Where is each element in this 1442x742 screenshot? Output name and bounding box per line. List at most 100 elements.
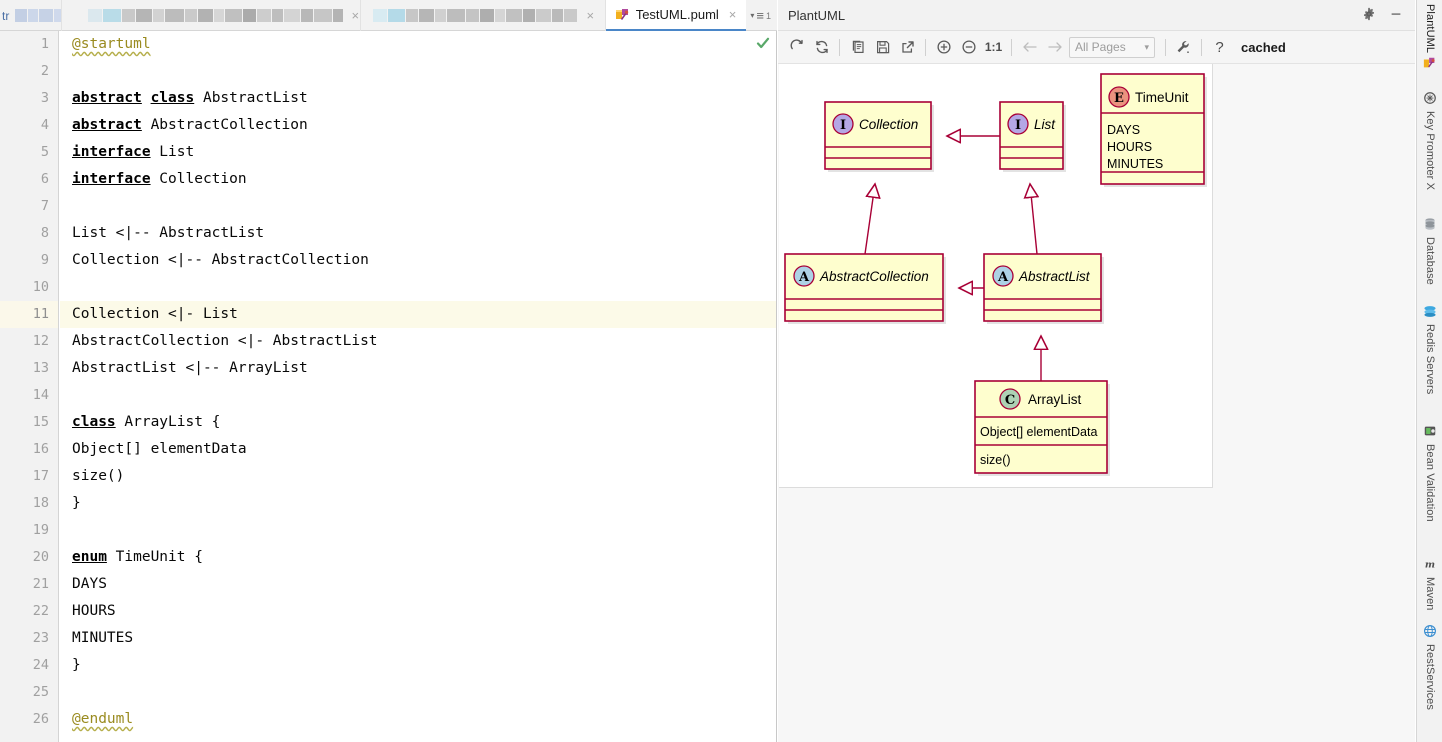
pages-select-value: All Pages xyxy=(1075,40,1126,54)
stereotype-letter: I xyxy=(1015,118,1021,133)
code-line[interactable]: } xyxy=(60,490,776,517)
code-text: } xyxy=(72,657,81,673)
uml-node-abstractcollection[interactable]: A AbstractCollection xyxy=(785,254,946,324)
tab-close-icon[interactable]: × xyxy=(729,8,737,21)
editor-tab-testuml[interactable]: TestUML.puml × xyxy=(606,0,747,31)
uml-node-timeunit[interactable]: E TimeUnit DAYS HOURS MINUTES xyxy=(1101,74,1207,187)
external-link-icon[interactable] xyxy=(895,35,920,60)
code-keyword: abstract xyxy=(72,90,142,106)
refresh-icon[interactable] xyxy=(784,35,809,60)
rest-services-icon xyxy=(1423,624,1437,641)
code-directive: @enduml xyxy=(72,711,133,727)
editor-tab-redacted-2[interactable]: × xyxy=(62,0,362,31)
code-line[interactable]: interface List xyxy=(60,139,776,166)
arrow-right-icon[interactable] xyxy=(1042,35,1067,60)
line-number-gutter[interactable]: 1234567891011121314151617181920212223242… xyxy=(0,31,59,742)
code-line[interactable] xyxy=(60,193,776,220)
uml-node-abstractlist[interactable]: A AbstractList xyxy=(984,254,1104,324)
code-line[interactable]: AbstractList <|-- ArrayList xyxy=(60,355,776,382)
code-line[interactable] xyxy=(60,517,776,544)
tab-count: 1 xyxy=(766,11,771,21)
zoom-actual-size-button[interactable]: 1:1 xyxy=(981,35,1006,60)
sync-icon[interactable] xyxy=(809,35,834,60)
code-text: List <|-- AbstractList xyxy=(72,225,264,241)
code-line[interactable]: @enduml xyxy=(60,706,776,733)
code-line[interactable] xyxy=(60,58,776,85)
tool-window-label: Redis Servers xyxy=(1424,324,1436,394)
copy-icon[interactable] xyxy=(845,35,870,60)
uml-node-collection[interactable]: I Collection xyxy=(825,102,934,172)
code-line[interactable]: HOURS xyxy=(60,598,776,625)
code-line[interactable] xyxy=(60,274,776,301)
database-icon xyxy=(1423,217,1437,234)
save-icon[interactable] xyxy=(870,35,895,60)
tool-window-button-plantuml[interactable]: PlantUML xyxy=(1417,4,1442,73)
node-attribute: DAYS xyxy=(1107,123,1140,137)
tab-label: TestUML.puml xyxy=(636,7,719,22)
arrow-left-icon[interactable] xyxy=(1017,35,1042,60)
editor-tab-redacted-3[interactable]: × xyxy=(361,0,605,31)
gear-icon[interactable] xyxy=(1362,7,1376,24)
node-title: Collection xyxy=(859,117,918,132)
uml-node-arraylist[interactable]: C ArrayList Object[] elementData size() xyxy=(975,381,1110,476)
line-number: 6 xyxy=(0,166,58,193)
line-number: 1 xyxy=(0,31,58,58)
minimize-icon[interactable] xyxy=(1389,7,1403,24)
tool-window-button-key-promoter-x[interactable]: Key Promoter X xyxy=(1417,91,1442,190)
code-text: Collection xyxy=(151,171,247,187)
tab-close-icon[interactable]: × xyxy=(586,9,594,22)
code-directive: @startuml xyxy=(72,36,151,52)
question-icon[interactable]: ? xyxy=(1207,35,1232,60)
code-line[interactable]: size() xyxy=(60,463,776,490)
code-line[interactable]: MINUTES xyxy=(60,625,776,652)
code-line[interactable]: List <|-- AbstractList xyxy=(60,220,776,247)
svg-text:m: m xyxy=(1425,559,1435,570)
editor-tab-redacted-1[interactable]: tr xyxy=(0,0,62,31)
inspection-ok-icon[interactable] xyxy=(756,36,770,50)
code-line[interactable]: interface Collection xyxy=(60,166,776,193)
tool-window-button-database[interactable]: Database xyxy=(1417,217,1442,285)
toolbar-divider xyxy=(1165,39,1166,56)
tool-window-button-maven[interactable]: mMaven xyxy=(1417,557,1442,611)
code-line[interactable]: @startuml xyxy=(60,31,776,58)
wrench-icon[interactable] xyxy=(1171,35,1196,60)
code-line[interactable]: Collection <|-- AbstractCollection xyxy=(60,247,776,274)
code-editor[interactable]: @startuml abstract class AbstractListabs… xyxy=(60,31,776,742)
code-keyword: enum xyxy=(72,549,107,565)
stereotype-letter: I xyxy=(840,118,846,133)
panel-title: PlantUML xyxy=(788,8,845,23)
toolbar-divider xyxy=(1011,39,1012,56)
code-line[interactable]: abstract AbstractCollection xyxy=(60,112,776,139)
tab-overflow-control[interactable]: ▾ ≡ 1 xyxy=(746,0,777,31)
uml-diagram-canvas[interactable]: I Collection I List xyxy=(779,64,1213,488)
tool-window-label: PlantUML xyxy=(1424,4,1436,53)
code-line[interactable]: abstract class AbstractList xyxy=(60,85,776,112)
toolbar-divider xyxy=(839,39,840,56)
pages-select[interactable]: All Pages ▾ xyxy=(1069,37,1155,58)
zoom-in-icon[interactable] xyxy=(931,35,956,60)
zoom-out-icon[interactable] xyxy=(956,35,981,60)
tool-window-label: Bean Validation xyxy=(1424,444,1436,522)
tool-window-label: RestServices xyxy=(1424,644,1436,710)
line-number: 9 xyxy=(0,247,58,274)
code-line[interactable]: } xyxy=(60,652,776,679)
node-title: List xyxy=(1034,117,1056,132)
code-line[interactable]: enum TimeUnit { xyxy=(60,544,776,571)
tool-window-button-restservices[interactable]: RestServices xyxy=(1417,624,1442,710)
code-line[interactable]: Object[] elementData xyxy=(60,436,776,463)
code-line[interactable] xyxy=(60,679,776,706)
tool-window-button-bean-validation[interactable]: Bean Validation xyxy=(1417,424,1442,522)
tool-window-button-redis-servers[interactable]: Redis Servers xyxy=(1417,304,1442,394)
code-line[interactable]: Collection <|- List xyxy=(60,301,776,328)
code-line[interactable] xyxy=(60,382,776,409)
bean-validation-icon xyxy=(1423,424,1437,441)
code-line[interactable]: AbstractCollection <|- AbstractList xyxy=(60,328,776,355)
code-text: TimeUnit { xyxy=(107,549,203,565)
chevron-down-icon: ▾ xyxy=(1144,42,1149,53)
code-line[interactable]: DAYS xyxy=(60,571,776,598)
uml-node-list[interactable]: I List xyxy=(1000,102,1066,172)
tab-close-icon[interactable]: × xyxy=(352,9,360,22)
code-text: Collection <|- List xyxy=(72,306,238,322)
plantuml-panel-header: PlantUML xyxy=(778,0,1415,31)
code-line[interactable]: class ArrayList { xyxy=(60,409,776,436)
